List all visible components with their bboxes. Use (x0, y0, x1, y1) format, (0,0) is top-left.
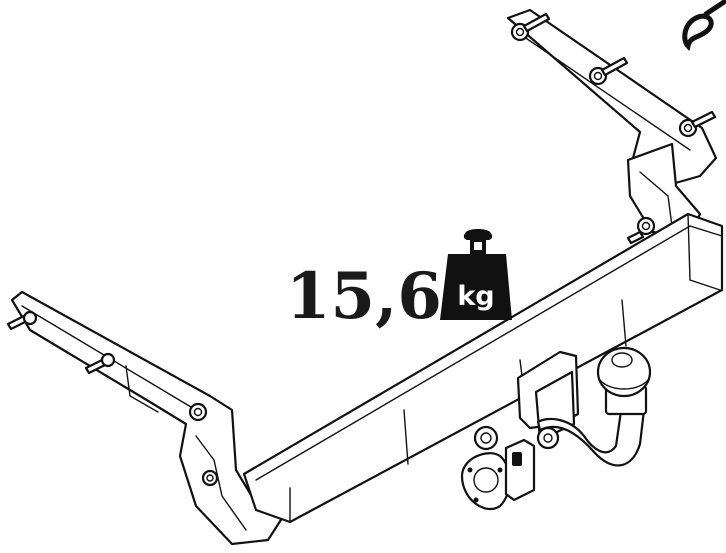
bolt (6, 310, 38, 331)
right-mounting-bracket (506, 8, 718, 245)
bolt (84, 352, 116, 375)
bolt (188, 402, 208, 422)
weight-badge: 15,6 kg (286, 229, 512, 334)
weight-unit: kg (457, 281, 494, 312)
kettlebell-weight-icon (440, 229, 512, 320)
left-mounting-bracket (6, 290, 288, 546)
bolt (678, 110, 717, 138)
weight-value: 15,6 (286, 259, 442, 334)
bolt (588, 56, 629, 86)
socket-plate (460, 425, 536, 511)
loop-hook-icon (682, 0, 726, 52)
tow-ball-assembly (516, 346, 652, 467)
bolt (510, 12, 551, 42)
bolt (201, 469, 219, 487)
bolt (626, 216, 656, 245)
crossbar-tube (242, 212, 724, 524)
